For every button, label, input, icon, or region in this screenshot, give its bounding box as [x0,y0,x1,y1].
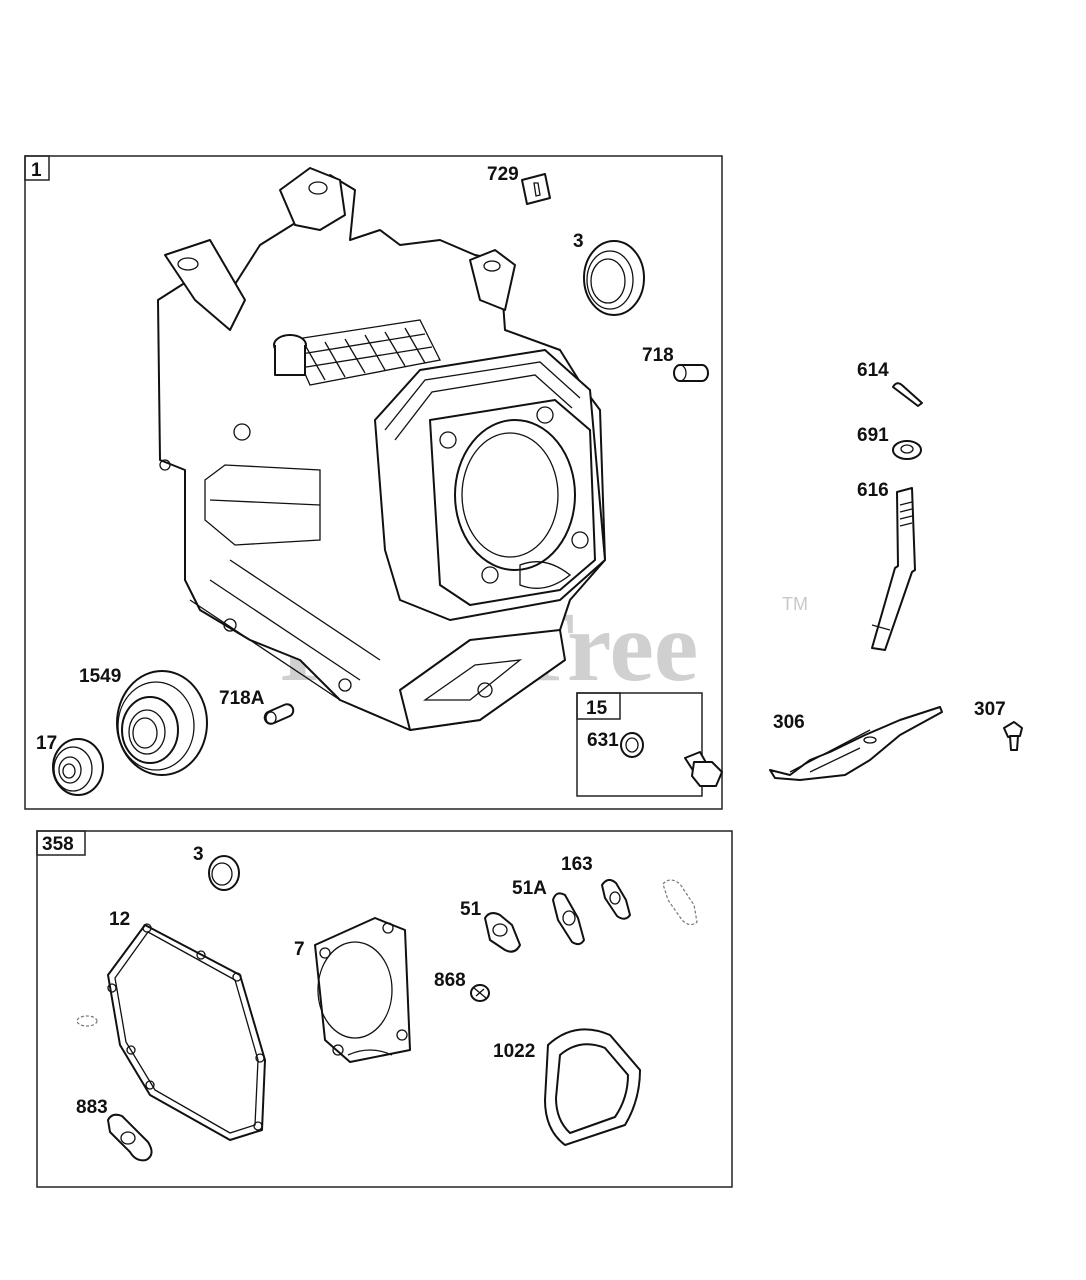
callout-163: 163 [561,854,593,875]
part-12-crankcase-gasket[interactable] [107,923,266,1141]
callout-691: 691 [857,425,889,446]
callout-307: 307 [974,699,1006,720]
drain-plug[interactable] [684,751,723,787]
part-17-ball-bearing[interactable] [52,738,104,796]
part-616-governor-shaft[interactable] [871,487,916,651]
callout-614: 614 [857,360,889,381]
part-691-washer[interactable] [892,440,922,460]
part-729-plug[interactable] [521,173,551,205]
part-12-dowel-ring [76,1015,98,1027]
callout-1549: 1549 [79,666,121,687]
callout-1022: 1022 [493,1041,535,1062]
callout-3-kit: 3 [193,844,204,865]
callout-3-top: 3 [573,231,584,252]
part-3-kit-oil-seal[interactable] [208,855,240,891]
callout-631: 631 [587,730,619,751]
part-163-gasket[interactable] [601,879,631,920]
callout-729: 729 [487,164,519,185]
group-label-gasket-set: 358 [42,834,74,855]
part-614-cotter-pin[interactable] [892,382,923,407]
callout-17: 17 [36,733,57,754]
group-label-drain-plug-kit: 15 [586,698,608,719]
part-631-washer[interactable] [620,732,644,758]
part-718-dowel-pin[interactable] [673,364,709,382]
part-7-cylinder-head-gasket[interactable] [314,917,411,1063]
callout-12: 12 [109,909,130,930]
group-box-drain-plug-kit[interactable]: 15 [576,692,703,797]
callout-51A: 51A [512,878,547,899]
part-718A-dowel-pin[interactable] [263,703,295,725]
callout-616: 616 [857,480,889,501]
callout-868: 868 [434,970,466,991]
callout-51: 51 [460,899,482,920]
callout-7: 7 [294,939,305,960]
crankcase-part[interactable] [157,167,606,731]
part-51-gasket[interactable] [484,912,521,953]
group-box-gasket-set[interactable]: 358 [36,830,733,1188]
group-label-crankcase: 1 [31,160,42,181]
callout-718A: 718A [219,688,265,709]
part-883-gasket[interactable] [107,1113,153,1162]
group-box-crankcase[interactable]: 1 [24,155,723,810]
callout-883: 883 [76,1097,108,1118]
part-306-baffle[interactable] [769,706,943,781]
callout-718: 718 [642,345,674,366]
callout-306: 306 [773,712,805,733]
part-3-oil-seal[interactable] [583,240,645,316]
part-1549-ball-bearing[interactable] [116,670,208,776]
part-optional-gasket [662,879,698,926]
part-307-bolt[interactable] [1003,721,1023,751]
part-1022-valve-cover-gasket[interactable] [544,1028,641,1146]
watermark-trademark: TM [782,594,808,614]
part-51A-gasket[interactable] [552,892,585,946]
part-868-plug[interactable] [470,984,490,1002]
